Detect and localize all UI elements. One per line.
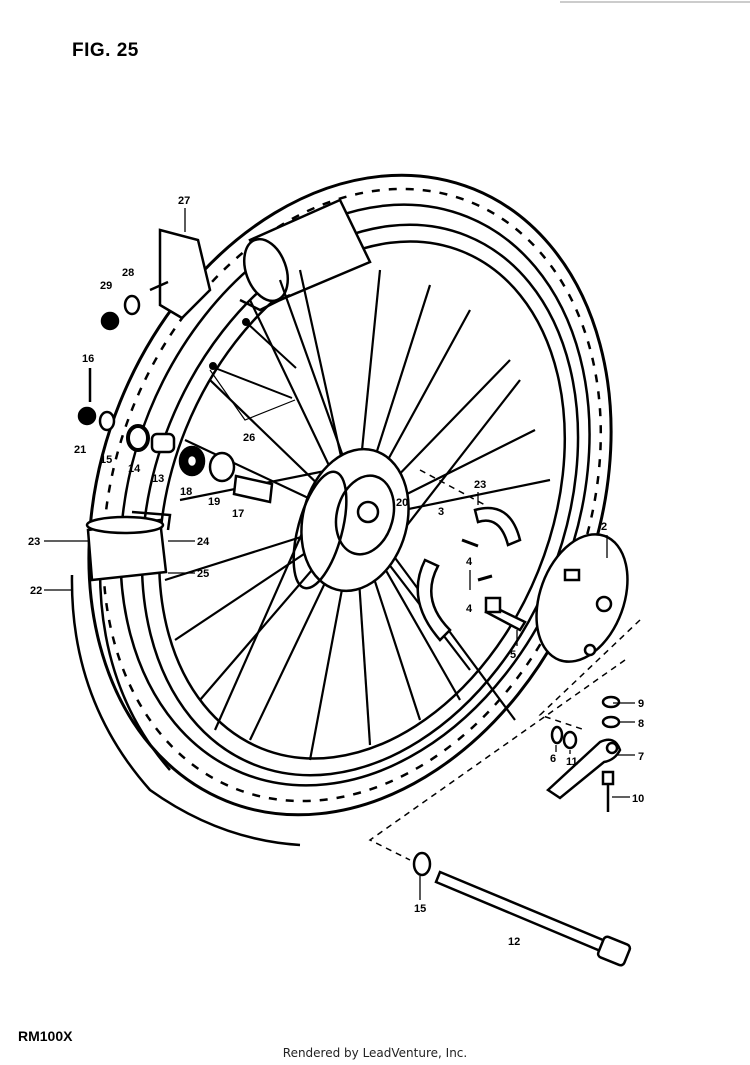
hub-left-parts — [77, 368, 274, 504]
callout-19: 19 — [208, 496, 220, 508]
callout-7: 7 — [638, 751, 644, 763]
callout-leaders — [44, 208, 635, 900]
figure-title: FIG. 25 — [72, 40, 139, 61]
callout-22: 22 — [30, 585, 42, 597]
callout-6: 6 — [550, 753, 556, 765]
brake-cam — [484, 596, 527, 632]
callout-9: 9 — [638, 698, 644, 710]
axle — [412, 851, 632, 967]
brake-shoes — [416, 506, 522, 642]
brake-springs — [461, 538, 493, 582]
callout-23a: 23 — [28, 536, 40, 548]
callout-29: 29 — [100, 280, 112, 292]
callout-8: 8 — [638, 718, 644, 730]
tube-end — [85, 510, 172, 582]
callout-20: 20 — [396, 497, 408, 509]
render-credit: Rendered by LeadVenture, Inc. — [282, 1046, 468, 1060]
callout-24: 24 — [197, 536, 210, 548]
callout-13: 13 — [152, 473, 164, 485]
tire-cut-end — [70, 569, 301, 847]
callout-18: 18 — [180, 486, 192, 498]
washers-right — [550, 695, 621, 750]
callout-23b: 23 — [474, 479, 486, 491]
callout-15a: 15 — [100, 454, 112, 466]
callout-10: 10 — [632, 793, 644, 805]
callout-4a: 4 — [466, 556, 473, 568]
callout-21: 21 — [74, 444, 86, 456]
tube-top — [239, 198, 372, 312]
callout-5: 5 — [510, 649, 516, 661]
callout-2: 2 — [601, 521, 607, 533]
callout-28: 28 — [122, 267, 134, 279]
speedometer-gearbox — [100, 228, 212, 331]
callout-25: 25 — [197, 568, 209, 580]
callout-27: 27 — [178, 195, 190, 207]
callout-12: 12 — [508, 936, 520, 948]
lever-bolt — [601, 770, 615, 812]
callout-26: 26 — [243, 432, 255, 444]
callout-15b: 15 — [414, 903, 426, 915]
leader-lines — [368, 469, 641, 861]
spoke-set-detail — [209, 318, 297, 421]
callout-11: 11 — [566, 756, 578, 768]
callout-3: 3 — [438, 506, 444, 518]
callout-4b: 4 — [466, 603, 473, 615]
hub — [292, 447, 410, 593]
callout-14: 14 — [128, 463, 141, 475]
callout-17: 17 — [232, 508, 244, 520]
cam-lever — [545, 738, 622, 800]
brake-panel — [535, 533, 629, 663]
callout-16: 16 — [82, 353, 94, 365]
callouts: 2 3 4 4 5 6 7 8 9 10 11 12 13 14 15 15 1… — [28, 195, 644, 948]
model-code: RM100X — [18, 1028, 73, 1044]
